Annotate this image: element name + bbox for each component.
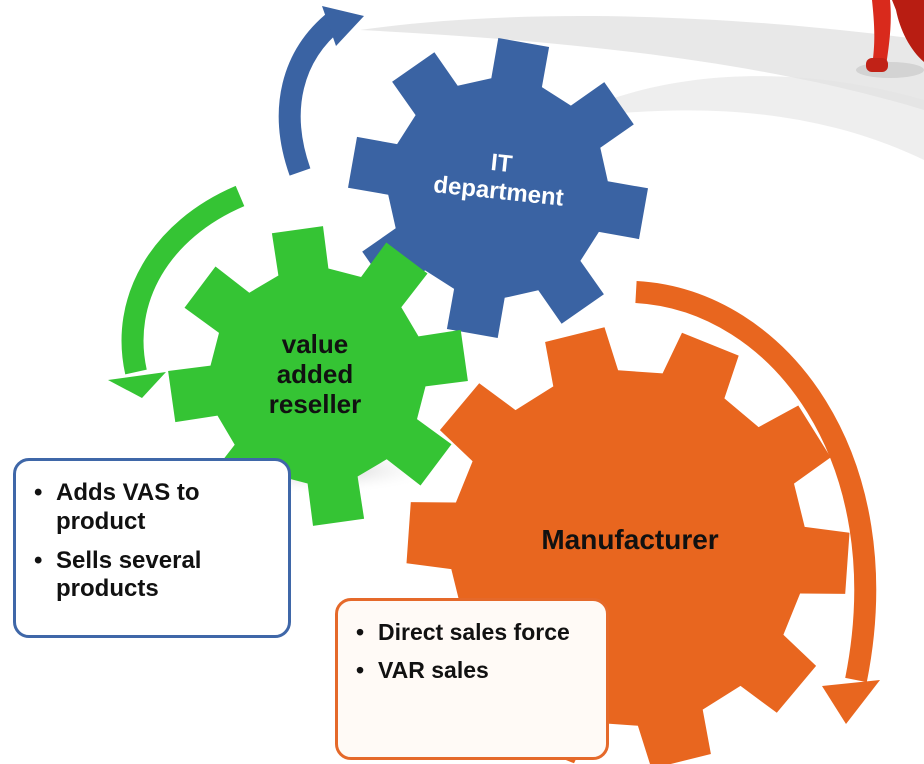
- red-3d-figure-icon: [856, 0, 924, 78]
- gear-shape: [348, 38, 648, 338]
- manufacturer-label-text: Manufacturer: [541, 524, 719, 555]
- curved-arrow-up-icon: [278, 6, 364, 176]
- value-added-reseller-notes-box: • Adds VAS to product • Sells several prod…: [13, 458, 291, 638]
- bullet-icon: •: [356, 656, 365, 683]
- curved-arrow-down-icon: [635, 281, 880, 724]
- manufacturer-bullet-text: Direct sales force: [378, 619, 570, 645]
- background-swoosh: [360, 16, 924, 160]
- var-bullet-list: • Adds VAS to product • Sells several prod…: [30, 479, 278, 604]
- it-department-gear: [348, 38, 648, 338]
- value-added-reseller-label: value added reseller: [240, 329, 390, 420]
- var-bullet-item: • Adds VAS to product: [30, 479, 278, 537]
- bullet-icon: •: [34, 546, 43, 574]
- manufacturer-bullet-item: • VAR sales: [352, 657, 596, 685]
- bullet-icon: •: [34, 479, 43, 506]
- var-bullet-text: Sells several products: [56, 546, 202, 603]
- var-bullet-text: Adds VAS to product: [56, 479, 200, 535]
- var-label-line1: value: [281, 329, 349, 359]
- var-label-line3: reseller: [268, 388, 362, 419]
- manufacturer-bullet-text: VAR sales: [378, 656, 489, 683]
- bullet-icon: •: [356, 619, 365, 645]
- var-bullet-item: • Sells several products: [30, 547, 278, 605]
- curved-arrow-down-icon: [108, 185, 245, 398]
- value-added-reseller-gear: [168, 226, 468, 526]
- manufacturer-bullet-list: • Direct sales force • VAR sales: [352, 619, 596, 684]
- var-label-line2: added: [276, 358, 354, 389]
- manufacturer-notes-box: • Direct sales force • VAR sales: [335, 598, 609, 760]
- manufacturer-label: Manufacturer: [480, 524, 780, 556]
- gear-shape: [168, 226, 468, 526]
- manufacturer-bullet-item: • Direct sales force: [352, 619, 596, 647]
